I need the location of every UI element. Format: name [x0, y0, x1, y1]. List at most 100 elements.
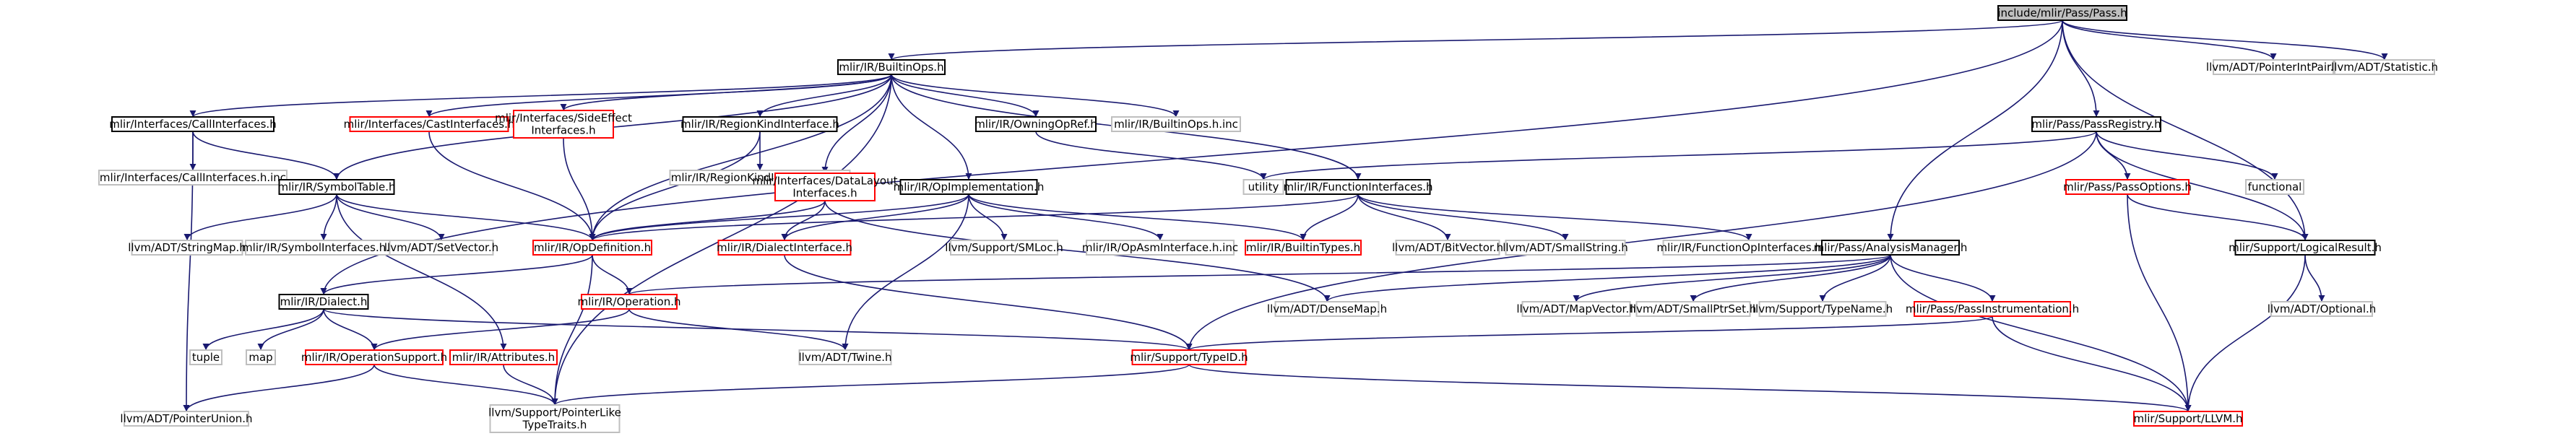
node-box-datalayout[interactable] — [774, 173, 876, 201]
node-opsupport[interactable]: mlir/IR/OperationSupport.h — [301, 349, 447, 365]
node-box-dialect[interactable] — [278, 294, 369, 310]
node-passinstr[interactable]: mlir/Pass/PassInstrumentation.h — [1906, 301, 2079, 317]
node-opimpl[interactable]: mlir/IR/OpImplementation.h — [894, 179, 1045, 195]
node-box-sideeffect[interactable] — [513, 110, 614, 139]
node-regionkind[interactable]: mlir/IR/RegionKindInterface.h — [680, 116, 839, 132]
node-box-regionkind[interactable] — [682, 116, 838, 132]
node-box-typeid[interactable] — [1131, 349, 1247, 365]
node-attributes[interactable]: mlir/IR/Attributes.h — [449, 349, 558, 365]
node-builtintypes[interactable]: mlir/IR/BuiltinTypes.h — [1245, 240, 1362, 256]
node-llvm_h[interactable]: mlir/Support/LLVM.h — [2133, 411, 2243, 427]
node-symboltable[interactable]: mlir/IR/SymbolTable.h — [277, 179, 396, 195]
node-callif[interactable]: mlir/Interfaces/CallInterfaces.h — [109, 116, 277, 132]
node-box-symboltable[interactable] — [278, 179, 395, 195]
node-smloc[interactable]: llvm/Support/SMLoc.h — [945, 240, 1063, 256]
node-box-callif_inc[interactable] — [98, 170, 288, 186]
node-opdef[interactable]: mlir/IR/OpDefinition.h — [532, 240, 652, 256]
node-box-typename[interactable] — [1758, 301, 1887, 317]
node-box-pass_h[interactable] — [1997, 5, 2127, 21]
node-ptrintpair[interactable]: llvm/ADT/PointerIntPair.h — [2206, 59, 2341, 75]
node-passregistry[interactable]: mlir/Pass/PassRegistry.h — [2031, 116, 2161, 132]
node-box-smallstring[interactable] — [1505, 240, 1626, 256]
node-box-passregistry[interactable] — [2031, 116, 2161, 132]
node-box-builtinops[interactable] — [837, 59, 946, 75]
node-box-callif[interactable] — [111, 116, 275, 132]
node-owningopref[interactable]: mlir/IR/OwningOpRef.h — [974, 116, 1097, 132]
node-analysismgr[interactable]: mlir/Pass/AnalysisManager.h — [1814, 240, 1968, 256]
node-smallstring[interactable]: llvm/ADT/SmallString.h — [1503, 240, 1628, 256]
node-box-llvm_h[interactable] — [2133, 411, 2243, 427]
node-statistic[interactable]: llvm/ADT/Statistic.h — [2331, 59, 2438, 75]
node-box-bitvector[interactable] — [1395, 240, 1500, 256]
node-castif[interactable]: mlir/Interfaces/CastInterfaces.h — [344, 116, 515, 132]
node-box-setvector[interactable] — [389, 240, 494, 256]
edge-funcif-to-opdef — [589, 193, 1359, 241]
node-stringmap[interactable]: llvm/ADT/StringMap.h — [128, 240, 246, 256]
node-box-operation[interactable] — [581, 294, 678, 310]
node-box-analysismgr[interactable] — [1821, 240, 1960, 256]
node-twine[interactable]: llvm/ADT/Twine.h — [798, 349, 892, 365]
node-opasmif_inc[interactable]: mlir/IR/OpAsmInterface.h.inc — [1082, 240, 1238, 256]
node-box-utility[interactable] — [1242, 179, 1284, 195]
node-operation[interactable]: mlir/IR/Operation.h — [578, 294, 681, 310]
node-box-passoptions[interactable] — [2065, 179, 2190, 195]
node-functional[interactable]: functional — [2245, 179, 2304, 195]
node-box-mapvector[interactable] — [1521, 301, 1631, 317]
node-funcif[interactable]: mlir/IR/FunctionInterfaces.h — [1283, 179, 1433, 195]
node-densemap[interactable]: llvm/ADT/DenseMap.h — [1267, 301, 1387, 317]
node-box-ptrintpair[interactable] — [2213, 59, 2334, 75]
node-typeid[interactable]: mlir/Support/TypeID.h — [1130, 349, 1248, 365]
node-box-functional[interactable] — [2245, 179, 2304, 195]
node-map[interactable]: map — [246, 349, 276, 365]
node-optional[interactable]: llvm/ADT/Optional.h — [2268, 301, 2377, 317]
node-box-tuple[interactable] — [189, 349, 222, 365]
node-layer: include/mlir/Pass/Pass.h mlir/IR/BuiltinO… — [98, 5, 2438, 433]
node-box-logicalresult[interactable] — [2234, 240, 2376, 256]
node-box-owningopref[interactable] — [975, 116, 1097, 132]
node-builtinops[interactable]: mlir/IR/BuiltinOps.h — [837, 59, 946, 75]
node-label-symbolif_inc: mlir/IR/SymbolInterfaces.h.inc — [242, 241, 405, 254]
node-box-statistic[interactable] — [2334, 59, 2435, 75]
node-label-smloc: llvm/Support/SMLoc.h — [945, 241, 1063, 254]
node-box-builtintypes[interactable] — [1245, 240, 1362, 256]
node-smallptrset[interactable]: llvm/ADT/SmallPtrSet.h — [1630, 301, 1757, 317]
node-box-opsupport[interactable] — [305, 349, 444, 365]
node-box-attributes[interactable] — [449, 349, 558, 365]
node-box-smloc[interactable] — [950, 240, 1058, 256]
node-builtinops_inc[interactable]: mlir/IR/BuiltinOps.h.inc — [1111, 116, 1241, 132]
node-box-ptrunion[interactable] — [124, 411, 249, 427]
node-callif_inc[interactable]: mlir/Interfaces/CallInterfaces.h.inc — [98, 170, 288, 186]
node-typename[interactable]: llvm/Support/TypeName.h — [1752, 301, 1893, 317]
node-box-funcif[interactable] — [1285, 179, 1431, 195]
node-logicalresult[interactable]: mlir/Support/LogicalResult.h — [2229, 240, 2382, 256]
node-ptrunion[interactable]: llvm/ADT/PointerUnion.h — [120, 411, 253, 427]
node-mapvector[interactable]: llvm/ADT/MapVector.h — [1516, 301, 1636, 317]
node-passoptions[interactable]: mlir/Pass/PassOptions.h — [2063, 179, 2192, 195]
node-dialectif[interactable]: mlir/IR/DialectInterface.h — [717, 240, 852, 256]
node-symbolif_inc[interactable]: mlir/IR/SymbolInterfaces.h.inc — [242, 240, 405, 256]
node-box-densemap[interactable] — [1274, 301, 1380, 317]
node-box-opdef[interactable] — [532, 240, 652, 256]
node-pass_h[interactable]: include/mlir/Pass/Pass.h — [1997, 5, 2127, 21]
node-box-dialectif[interactable] — [717, 240, 852, 256]
node-tuple[interactable]: tuple — [189, 349, 222, 365]
node-box-ptrlike[interactable] — [489, 404, 621, 433]
node-setvector[interactable]: llvm/ADT/SetVector.h — [384, 240, 498, 256]
node-box-castif[interactable] — [349, 116, 509, 132]
node-utility[interactable]: utility — [1242, 179, 1284, 195]
node-box-opimpl[interactable] — [899, 179, 1038, 195]
node-box-passinstr[interactable] — [1914, 301, 2071, 317]
node-bitvector[interactable]: llvm/ADT/BitVector.h — [1392, 240, 1503, 256]
node-box-builtinops_inc[interactable] — [1111, 116, 1241, 132]
node-box-map[interactable] — [246, 349, 276, 365]
node-box-opasmif_inc[interactable] — [1086, 240, 1235, 256]
edge-dialectif-to-typeid — [784, 254, 1193, 351]
node-box-twine[interactable] — [798, 349, 892, 365]
node-box-optional[interactable] — [2270, 301, 2373, 317]
node-box-stringmap[interactable] — [131, 240, 243, 256]
node-box-smallptrset[interactable] — [1635, 301, 1751, 317]
node-dialect[interactable]: mlir/IR/Dialect.h — [278, 294, 369, 310]
